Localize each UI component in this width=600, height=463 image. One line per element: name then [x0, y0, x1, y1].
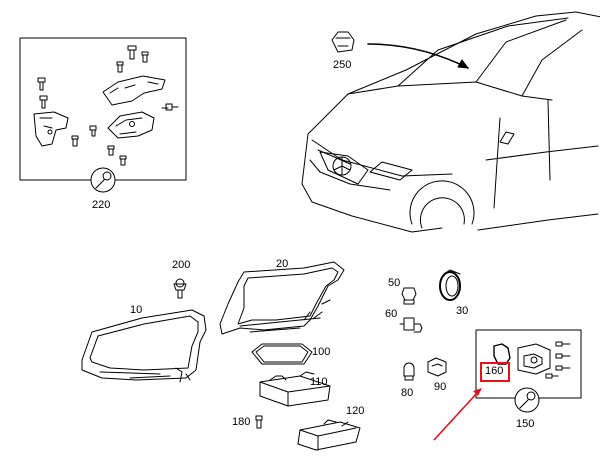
callout-60: 60: [385, 308, 398, 320]
adjuster-kit-150: [493, 341, 571, 379]
part-110-module: [259, 371, 331, 407]
part-10-headlamp: [81, 309, 207, 383]
part-200: [173, 278, 187, 299]
vehicle-outline: [301, 11, 600, 233]
callout-30: 30: [456, 305, 469, 317]
inset-box-220: [19, 37, 187, 181]
red-arrow-icon: [433, 388, 482, 441]
callout-90: 90: [434, 381, 447, 393]
part-180: [255, 415, 263, 429]
callout-220: 220: [92, 199, 111, 211]
pointer-arrow-250: [367, 43, 469, 69]
highlight-box-160: [480, 362, 510, 382]
callout-180: 180: [232, 416, 251, 428]
wrench-icon: [514, 387, 540, 413]
callout-50: 50: [388, 277, 401, 289]
callout-10: 10: [130, 304, 143, 316]
callout-200: 200: [172, 259, 191, 271]
callout-110: 110: [310, 376, 328, 388]
part-50-bulb: [401, 287, 417, 305]
callout-20: 20: [276, 258, 289, 270]
callout-100: 100: [312, 346, 331, 358]
callout-120: 120: [346, 405, 365, 417]
part-30-cap: [439, 269, 461, 301]
part-100-gasket: [251, 343, 313, 365]
part-60-bulb: [399, 317, 423, 333]
part-90-socket: [427, 357, 447, 377]
part-80-bulb: [403, 362, 415, 381]
part-120-control-unit: [297, 419, 361, 451]
callout-80: 80: [401, 387, 414, 399]
callout-150: 150: [516, 418, 535, 430]
callout-250: 250: [333, 59, 352, 71]
callout-160: 160: [485, 365, 504, 377]
bracket-set-220: [33, 45, 179, 166]
wrench-icon: [90, 167, 116, 193]
part-250: [331, 31, 355, 53]
part-20-headlamp: [219, 261, 345, 335]
